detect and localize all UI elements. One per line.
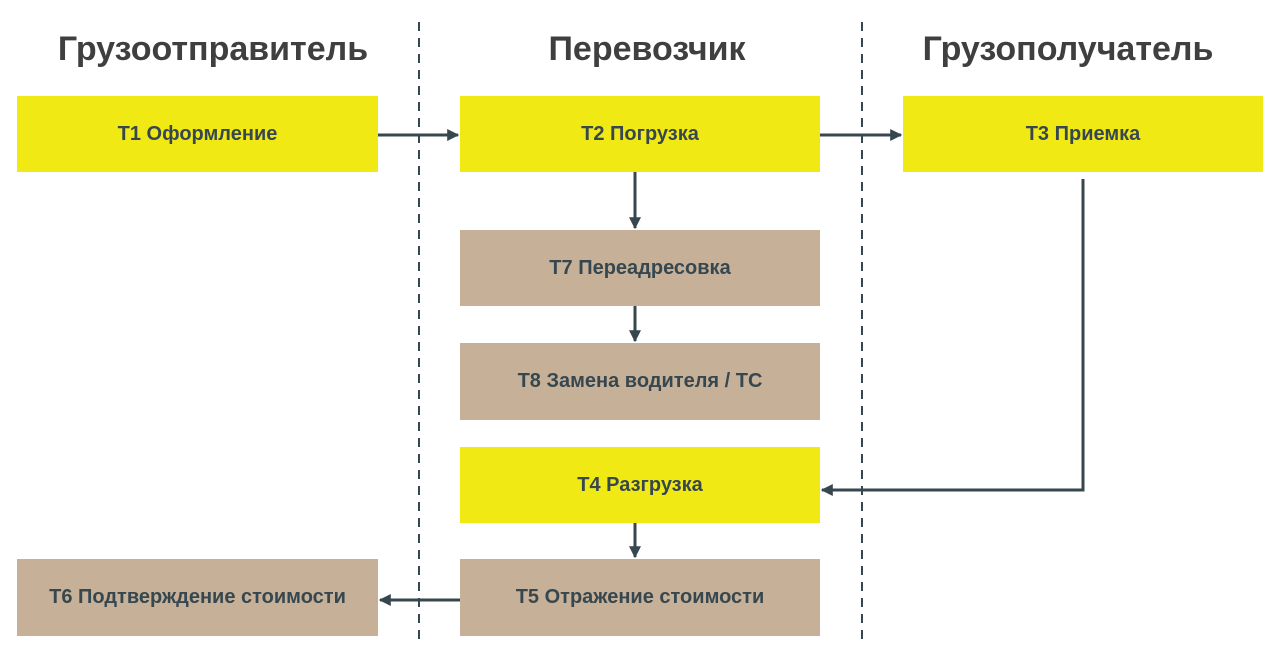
- step-t5-label: Т5 Отражение стоимости: [515, 586, 765, 608]
- step-t2[interactable]: Т2 Погрузка: [460, 96, 820, 172]
- edge-t3-t4: [820, 179, 1085, 496]
- step-t8[interactable]: Т8 Замена водителя / ТС: [460, 343, 820, 420]
- step-t5[interactable]: Т5 Отражение стоимости: [460, 559, 820, 636]
- lane-title-carrier: Перевозчик: [548, 30, 746, 68]
- step-t7[interactable]: Т7 Переадресовка: [460, 230, 820, 306]
- step-t7-label: Т7 Переадресовка: [549, 256, 731, 279]
- step-t6[interactable]: Т6 Подтверждение стоимости: [17, 559, 378, 636]
- step-t8-label: Т8 Замена водителя / ТС: [517, 370, 763, 392]
- step-t2-label: Т2 Погрузка: [581, 122, 699, 145]
- step-t3-label: Т3 Приемка: [1025, 122, 1141, 145]
- step-t1-label: Т1 Оформление: [117, 122, 278, 145]
- step-t1[interactable]: Т1 Оформление: [17, 96, 378, 172]
- step-t3[interactable]: Т3 Приемка: [903, 96, 1263, 172]
- lane-title-consignee: Грузополучатель: [922, 30, 1214, 68]
- step-t6-label: Т6 Подтверждение стоимости: [49, 586, 346, 608]
- step-t4-label: Т4 Разгрузка: [577, 473, 703, 496]
- step-t4[interactable]: Т4 Разгрузка: [460, 447, 820, 523]
- lane-title-shipper: Грузоотправитель: [57, 30, 369, 68]
